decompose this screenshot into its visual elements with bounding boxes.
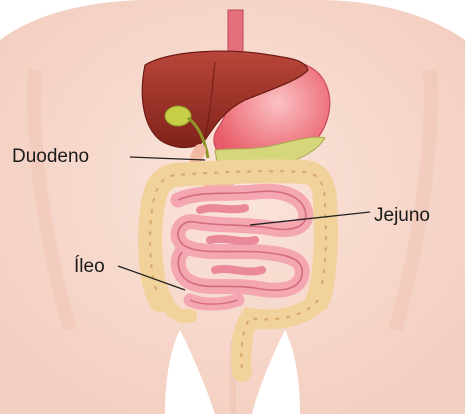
duodeno-label: Duodeno <box>12 147 89 166</box>
ileo-label: Íleo <box>74 257 105 276</box>
gallbladder-organ <box>165 106 191 126</box>
jejuno-label: Jejuno <box>374 206 430 225</box>
